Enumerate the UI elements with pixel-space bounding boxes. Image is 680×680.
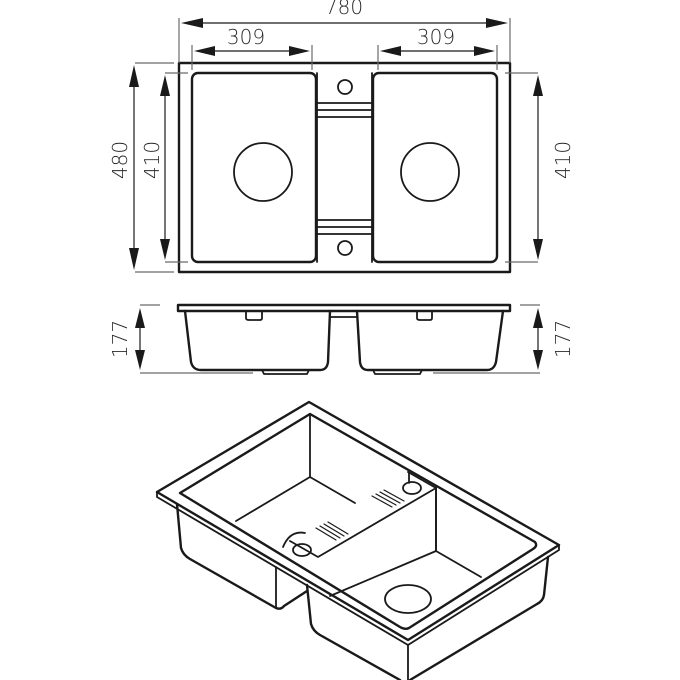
left-bowl-depth-label: 410 [140, 141, 164, 179]
right-overflow [416, 310, 433, 321]
right-bowl-profile [355, 309, 505, 372]
left-bowl-width-label: 309 [227, 25, 265, 49]
right-bowl-depth-label: 410 [551, 141, 575, 179]
iso-tap-hole-front-icon [292, 543, 312, 557]
iso-left-drain-icon [282, 531, 306, 548]
iso-right-drain-icon [384, 584, 432, 614]
left-bowl-outline [190, 71, 318, 264]
left-height-label: 177 [108, 320, 132, 358]
sink-outer-rim [177, 61, 512, 274]
overall-depth-label: 480 [108, 141, 132, 179]
tap-hole-top-icon [337, 79, 353, 95]
right-height-label: 177 [551, 320, 575, 358]
side-view: 177 177 [108, 303, 575, 375]
right-drain-icon [400, 142, 460, 202]
iso-divider-top [289, 471, 437, 558]
tap-hole-bottom-icon [337, 240, 353, 256]
dim-left-bowl-width: 309 [191, 25, 313, 70]
iso-rim-inner [178, 412, 538, 630]
dim-right-bowl-depth: 410 [505, 72, 575, 263]
top-view: 780 309 309 480 [108, 0, 575, 274]
dim-overall-width: 780 [178, 0, 511, 63]
iso-divider-ridges [315, 489, 405, 541]
overall-width-label: 780 [325, 0, 363, 19]
isometric-view [155, 400, 561, 680]
left-drain-outlet [261, 369, 310, 375]
right-bowl-width-label: 309 [417, 25, 455, 49]
iso-left-bowl-body [175, 502, 309, 610]
dim-left-height: 177 [108, 304, 253, 374]
side-rim [176, 303, 512, 313]
dim-left-bowl-depth: 410 [140, 72, 188, 263]
left-overflow [245, 310, 263, 321]
left-bowl-profile [183, 309, 332, 372]
iso-right-bowl-body-left [305, 583, 402, 680]
center-divider [316, 72, 373, 263]
iso-tap-hole-back-icon [402, 481, 422, 495]
right-drain-outlet [372, 369, 423, 375]
dim-overall-depth: 480 [108, 62, 174, 273]
dim-right-bowl-width: 309 [377, 25, 498, 70]
left-drain-icon [233, 142, 293, 202]
iso-right-bowl-body-right [408, 555, 550, 680]
right-bowl-outline [371, 71, 499, 264]
dim-right-height: 177 [433, 304, 575, 374]
